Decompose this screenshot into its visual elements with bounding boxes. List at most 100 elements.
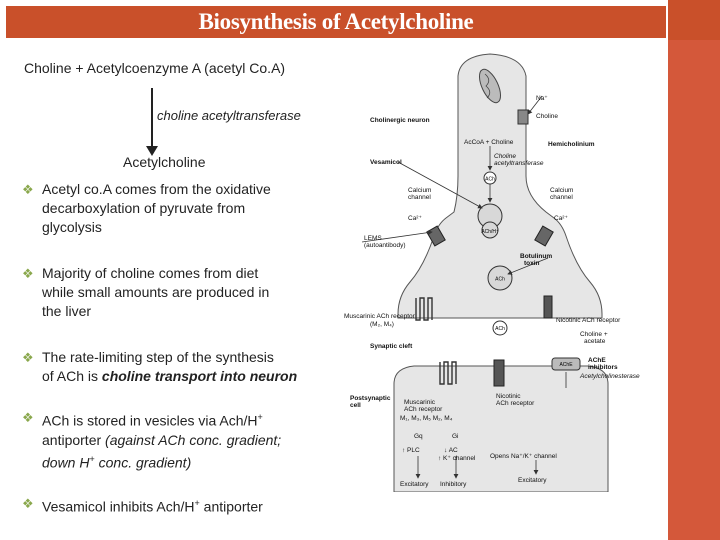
superscript: + <box>194 498 200 508</box>
calcium-left-1: Calcium <box>408 187 431 194</box>
bullet-line: the liver <box>42 303 92 319</box>
cholinergic-neuron-label: Cholinergic neuron <box>370 117 430 124</box>
bullet-line: while small amounts are produced in <box>42 284 270 300</box>
chat-label-1: Choline <box>494 153 516 160</box>
reaction-equation: Choline + Acetylcoenzyme A (acetyl Co.A) <box>24 60 286 76</box>
cleft-ach <box>492 320 508 336</box>
bullet-emphasis: (against ACh conc. gradient; <box>105 431 282 448</box>
choline-top-label: Choline <box>536 113 558 120</box>
right-accent-stripe <box>668 0 720 540</box>
bullet-line: Majority of choline comes from diet <box>42 265 259 281</box>
bullet-line: decarboxylation of pyruvate from <box>42 200 246 216</box>
botulinum-label-1: Botulinum <box>520 253 552 260</box>
ach-synthesis-text: ACh <box>485 177 495 183</box>
calcium-left-2: channel <box>408 194 431 201</box>
bullet-emphasis: down H <box>42 454 90 471</box>
bullet-line: ACh is stored in vesicles via Ach/H+ <box>22 408 340 431</box>
bullet-text: antiporter <box>199 498 263 515</box>
plc-label: ↑ PLC <box>402 447 420 454</box>
choline-uptake-arrow <box>527 95 543 115</box>
lems-label-1: LEMS <box>364 235 382 242</box>
post-muscarinic-1: Muscarinic <box>404 399 436 406</box>
bullet-line: Vesamicol inhibits Ach/H+ antiporter <box>22 494 340 517</box>
post-muscarinic-3: M₁, M₃, M₅ M₂, M₄ <box>400 415 453 422</box>
superscript: + <box>257 412 263 422</box>
bullet-item: ❖ ACh is stored in vesicles via Ach/H+ a… <box>22 408 340 472</box>
calcium-channel-right <box>534 225 554 247</box>
calcium-right-2: channel <box>550 194 573 201</box>
chat-label-2: acetyltransferase <box>494 160 544 167</box>
calcium-right-1: Calcium <box>550 187 573 194</box>
post-nicotinic-2: ACh receptor <box>496 400 535 407</box>
bullet-item: ❖ Majority of choline comes from diet wh… <box>22 264 322 321</box>
reaction-product: Acetylcholine <box>123 154 206 170</box>
superscript: + <box>89 453 95 464</box>
title-bar <box>6 6 666 38</box>
post-nicotinic-1: Nicotinic <box>496 393 521 400</box>
synaptic-vesicle-2 <box>481 221 499 239</box>
synaptic-cleft-label: Synaptic cleft <box>370 343 413 350</box>
bullet-line: of ACh is choline transport into neuron <box>22 367 340 386</box>
bullet-line: glycolysis <box>42 219 102 235</box>
cleft-ach-text: ACh <box>495 326 505 332</box>
slide-title: Biosynthesis of Acetylcholine <box>198 9 474 34</box>
muscarinic-auto-label-2: (M₂, M₄) <box>370 321 394 328</box>
vesamicol-label: Vesamicol <box>370 159 402 166</box>
acetylcholinesterase-label: Acetylcholinesterase <box>579 373 640 380</box>
vesamicol-arrow <box>397 161 483 209</box>
ach-vesicle-label: ACh <box>495 277 505 283</box>
ache-enzyme <box>551 357 581 371</box>
bullet-line: down H+ conc. gradient) <box>22 450 340 473</box>
choline-transporter <box>517 109 529 125</box>
bullet-item: ❖ The rate-limiting step of the synthesi… <box>22 348 340 386</box>
diamond-bullet-icon: ❖ <box>22 266 34 281</box>
gi-label: Gi <box>452 433 459 440</box>
ac-label: ↓ AC <box>444 447 458 454</box>
choline-acetate-1: Choline + <box>580 331 608 338</box>
na-label: Na⁺ <box>536 95 548 102</box>
postsynaptic-label-2: cell <box>350 402 361 409</box>
bullet-text: Vesamicol inhibits Ach/H <box>42 498 195 515</box>
ache-label: AChE <box>559 362 573 368</box>
ca-left-label: Ca²⁺ <box>408 215 422 222</box>
muscarinic-auto-label-1: Muscarinic ACh receptor <box>344 313 416 320</box>
choline-acetate-2: acetate <box>584 338 606 345</box>
diamond-bullet-icon: ❖ <box>22 182 34 197</box>
botulinum-label-2: toxin <box>524 260 540 267</box>
muscarinic-autoreceptor <box>415 297 433 321</box>
fusing-vesicle <box>487 265 513 291</box>
reaction-arrow-head <box>146 146 158 156</box>
opens-channel-label: Opens Na⁺/K⁺ channel <box>490 453 557 460</box>
diamond-bullet-icon: ❖ <box>22 350 34 365</box>
bullet-item: ❖ Acetyl co.A comes from the oxidative d… <box>22 180 322 237</box>
postsynaptic-cell <box>393 365 609 492</box>
acoa-choline-label: AcCoA + Choline <box>464 139 514 146</box>
cholinergic-synapse-diagram: ACh ACh/H⁺ ACh ACh AChE Na⁺ Choline Chol… <box>340 46 662 492</box>
ache-inhibitors-1: AChE <box>588 357 606 364</box>
lems-label-2: (autoantibody) <box>364 242 406 249</box>
ca-right-label: Ca²⁺ <box>554 215 568 222</box>
bullet-text: ACh is stored in vesicles via Ach/H <box>42 412 258 429</box>
reaction-arrow <box>151 88 153 150</box>
right-accent-stripe-top <box>668 0 720 40</box>
enzyme-label: choline acetyltransferase <box>157 108 301 123</box>
bullet-line: The rate-limiting step of the synthesis <box>42 349 274 365</box>
bullet-emphasis: conc. gradient) <box>94 454 192 471</box>
diamond-bullet-icon: ❖ <box>22 496 34 511</box>
lems-arrow <box>361 230 433 243</box>
postsynaptic-muscarinic-receptor <box>439 361 457 385</box>
bullet-line: Acetyl co.A comes from the oxidative <box>42 181 271 197</box>
botulinum-arrow <box>507 257 549 275</box>
bullet-line: antiporter (against ACh conc. gradient; <box>22 431 340 450</box>
ache-inhibitors-2: inhibitors <box>588 364 618 371</box>
mitochondrion <box>478 68 502 104</box>
ach-h-label: ACh/H⁺ <box>481 229 499 235</box>
excitatory-right-label: Excitatory <box>518 477 547 484</box>
bullet-emphasis: choline transport into neuron <box>101 368 298 384</box>
excitatory-left-label: Excitatory <box>400 481 429 488</box>
postsynaptic-label-1: Postsynaptic <box>350 395 391 402</box>
bullet-text: antiporter <box>42 431 106 448</box>
bullet-text: of ACh is <box>42 368 102 384</box>
postsynaptic-nicotinic-receptor <box>493 359 505 387</box>
k-channel-label: ↑ K⁺ channel <box>438 455 476 462</box>
